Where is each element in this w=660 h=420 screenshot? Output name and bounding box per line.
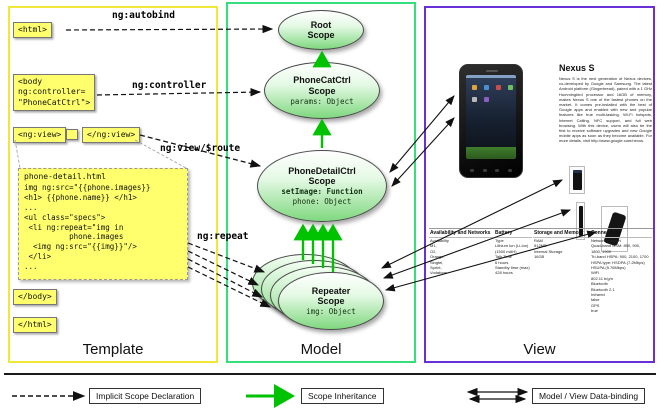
phonedetail-scope-phone-prop: phone: Object bbox=[292, 197, 352, 207]
phone-name-heading: Nexus S bbox=[559, 63, 595, 73]
model-panel-title: Model bbox=[300, 341, 342, 358]
legend-inheritance-label: Scope Inheritance bbox=[301, 388, 384, 404]
repeater-scope-title: Repeater Scope bbox=[311, 285, 351, 306]
spec-line: Tri-band HSPA: 900, 2100, 1700 bbox=[591, 254, 649, 260]
phone-softkeys bbox=[470, 169, 512, 173]
ng-view-open-box: <ng:view> bbox=[13, 127, 67, 144]
spec-line: 16GB bbox=[534, 254, 545, 260]
spec-line: GPS bbox=[591, 302, 600, 308]
phone-statusbar bbox=[466, 75, 516, 78]
app-icon bbox=[508, 85, 513, 90]
spec-column-header: Availability and Networks bbox=[429, 229, 493, 238]
app-icon bbox=[484, 85, 489, 90]
spec-line: 802.11 b/g/n bbox=[591, 275, 613, 281]
root-scope-title: Root Scope bbox=[307, 19, 335, 40]
phone-speaker bbox=[486, 70, 498, 72]
thumbnail-image bbox=[572, 170, 582, 190]
phone-screen bbox=[466, 75, 516, 159]
legend-divider bbox=[4, 373, 656, 375]
phone-detail-code-box: phone-detail.html img ng:src="{{phone.im… bbox=[18, 168, 188, 280]
phonecat-scope-ellipse: PhoneCatCtrl Scope params: Object bbox=[264, 62, 380, 119]
spec-column-header: Storage and Memory bbox=[533, 229, 589, 238]
phone-description: Nexus S is the next generation of Nexus … bbox=[559, 76, 652, 144]
spec-line: true bbox=[591, 308, 598, 314]
legend-databinding-label: Model / View Data-binding bbox=[532, 388, 646, 404]
spec-line: Infrared bbox=[591, 291, 605, 297]
legend-implicit-label: Implicit Scope Declaration bbox=[89, 388, 202, 404]
spec-line: Lithium Ion (Li-Ion) (1500 mAH) bbox=[495, 243, 529, 254]
ng-view-close-box: </ng:view> bbox=[82, 127, 141, 144]
body-close-tag-box: </body> bbox=[13, 289, 57, 306]
spec-column-header: Connectivity bbox=[590, 229, 652, 238]
ng-view-route-label: ng:view/$route bbox=[160, 143, 241, 154]
html-open-tag-box: <html> bbox=[13, 22, 52, 39]
spec-line: 428 hours bbox=[495, 270, 513, 276]
view-panel-title: View bbox=[523, 341, 556, 358]
ng-autobind-label: ng:autobind bbox=[112, 10, 175, 21]
ng-view-placeholder-box bbox=[66, 129, 78, 140]
phone-thumbnail-front bbox=[569, 166, 585, 194]
spec-column-header: Battery bbox=[494, 229, 532, 238]
app-icon bbox=[472, 85, 477, 90]
body-controller-box: <body ng:controller= "PhoneCatCtrl"> bbox=[13, 74, 96, 112]
spec-line: Network Support bbox=[591, 238, 621, 243]
spec-line: HSPA type: HSDPA (7.2Mbps) HSUPA (5.76Mb… bbox=[591, 259, 645, 270]
spec-line: Bluetooth bbox=[591, 281, 608, 287]
nexus-phone-image bbox=[459, 64, 523, 178]
spec-line: Bluetooth 2.1 bbox=[591, 286, 615, 292]
phonedetail-scope-setimage-prop: setImage: Function bbox=[281, 187, 363, 197]
phonecat-scope-prop: params: Object bbox=[290, 96, 354, 106]
template-panel-title: Template bbox=[82, 341, 144, 358]
code-body: img ng:src="{{phone.images}} <h1> {{phon… bbox=[24, 183, 151, 272]
ng-repeat-label: ng:repeat bbox=[197, 231, 249, 242]
spec-line: Vodafone bbox=[430, 270, 447, 276]
root-scope-ellipse: Root Scope bbox=[278, 10, 364, 50]
app-icon bbox=[484, 97, 489, 102]
html-close-tag-box: </html> bbox=[13, 317, 57, 334]
phonedetail-scope-ellipse: PhoneDetailCtrl Scope setImage: Function… bbox=[257, 150, 387, 222]
ng-controller-label: ng:controller bbox=[132, 80, 207, 91]
repeater-scope-ellipse: Repeater Scope img: Object bbox=[278, 272, 384, 330]
phone-wallpaper-strip bbox=[466, 147, 516, 159]
phonecat-scope-title: PhoneCatCtrl Scope bbox=[293, 75, 351, 96]
repeater-scope-prop: img: Object bbox=[306, 307, 356, 317]
app-icon bbox=[472, 97, 477, 102]
code-filename: phone-detail.html bbox=[24, 172, 106, 181]
view-panel: View Nexus S Nexus S is the next generat… bbox=[424, 6, 655, 363]
thumbnail-image bbox=[578, 206, 583, 236]
phonedetail-scope-title: PhoneDetailCtrl Scope bbox=[288, 165, 356, 186]
spec-line: Quad-band GSM: 850, 900, 1800, 1900 bbox=[591, 243, 641, 254]
spec-line: false bbox=[591, 297, 600, 303]
app-icon bbox=[496, 85, 501, 90]
